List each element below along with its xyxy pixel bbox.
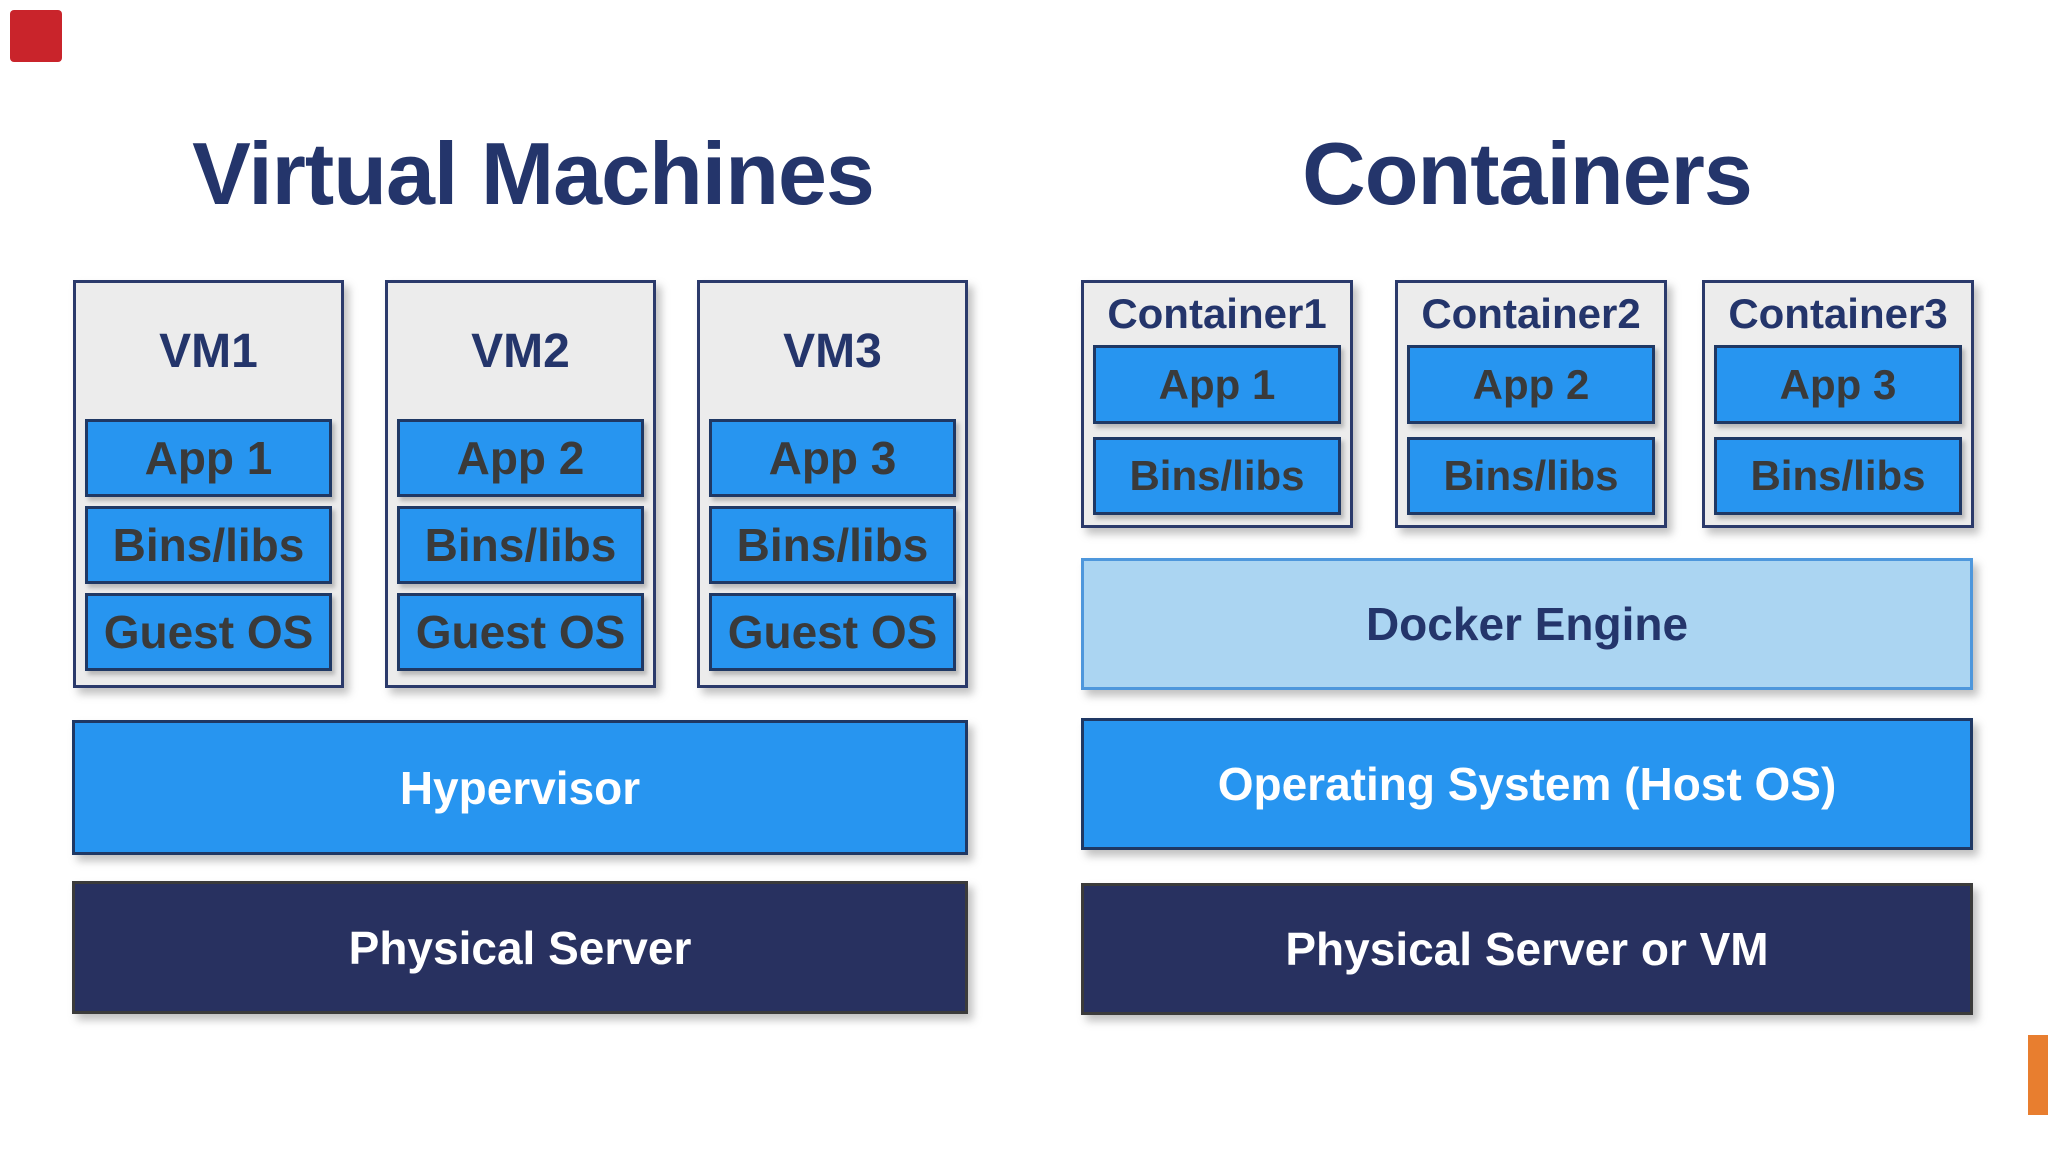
red-square-accent bbox=[10, 10, 62, 62]
vm-name-label: VM3 bbox=[783, 324, 882, 378]
vm-layer-bins-libs: Bins/libs bbox=[709, 506, 956, 584]
container-name-label: Container3 bbox=[1728, 290, 1948, 337]
container-name-label: Container1 bbox=[1107, 290, 1327, 337]
vm-layer-guest-os: Guest OS bbox=[397, 593, 644, 671]
vm-layer-app: App 3 bbox=[709, 419, 956, 497]
container-layer-bins-libs: Bins/libs bbox=[1093, 437, 1341, 515]
container-layer-bins-libs: Bins/libs bbox=[1407, 437, 1655, 515]
vm-layer-bins-libs: Bins/libs bbox=[397, 506, 644, 584]
vm2-box: VM2 App 2 Bins/libs Guest OS bbox=[385, 280, 656, 688]
physical-server-or-vm-bar: Physical Server or VM bbox=[1081, 883, 1973, 1015]
host-os-bar-label: Operating System (Host OS) bbox=[1217, 758, 1837, 810]
hypervisor-bar: Hypervisor bbox=[72, 720, 968, 855]
virtual-machines-title: Virtual Machines bbox=[192, 124, 875, 223]
container-layer-app: App 1 bbox=[1093, 345, 1341, 424]
container1-box: Container1 App 1 Bins/libs bbox=[1081, 280, 1353, 528]
vm-name-label: VM1 bbox=[159, 324, 258, 378]
vm1-box: VM1 App 1 Bins/libs Guest OS bbox=[73, 280, 344, 688]
physical-server-bar-label: Physical Server bbox=[348, 921, 692, 974]
docker-engine-bar-label: Docker Engine bbox=[1365, 598, 1689, 650]
container-layer-app: App 3 bbox=[1714, 345, 1962, 424]
vm3-box: VM3 App 3 Bins/libs Guest OS bbox=[697, 280, 968, 688]
orange-bar-accent bbox=[2028, 1035, 2048, 1115]
vm-layer-app: App 2 bbox=[397, 419, 644, 497]
container-layer-app: App 2 bbox=[1407, 345, 1655, 424]
hypervisor-bar-label: Hypervisor bbox=[399, 761, 641, 814]
docker-engine-bar: Docker Engine bbox=[1081, 558, 1973, 690]
physical-server-bar: Physical Server bbox=[72, 881, 968, 1014]
container2-box: Container2 App 2 Bins/libs bbox=[1395, 280, 1667, 528]
container3-box: Container3 App 3 Bins/libs bbox=[1702, 280, 1974, 528]
vm-layer-app: App 1 bbox=[85, 419, 332, 497]
vm-layer-bins-libs: Bins/libs bbox=[85, 506, 332, 584]
container-layer-bins-libs: Bins/libs bbox=[1714, 437, 1962, 515]
containers-title: Containers bbox=[1302, 124, 1753, 223]
vm-layer-guest-os: Guest OS bbox=[709, 593, 956, 671]
host-os-bar: Operating System (Host OS) bbox=[1081, 718, 1973, 850]
vm-name-label: VM2 bbox=[471, 324, 570, 378]
physical-server-or-vm-bar-label: Physical Server or VM bbox=[1285, 923, 1769, 975]
container-name-label: Container2 bbox=[1421, 290, 1641, 337]
vm-layer-guest-os: Guest OS bbox=[85, 593, 332, 671]
